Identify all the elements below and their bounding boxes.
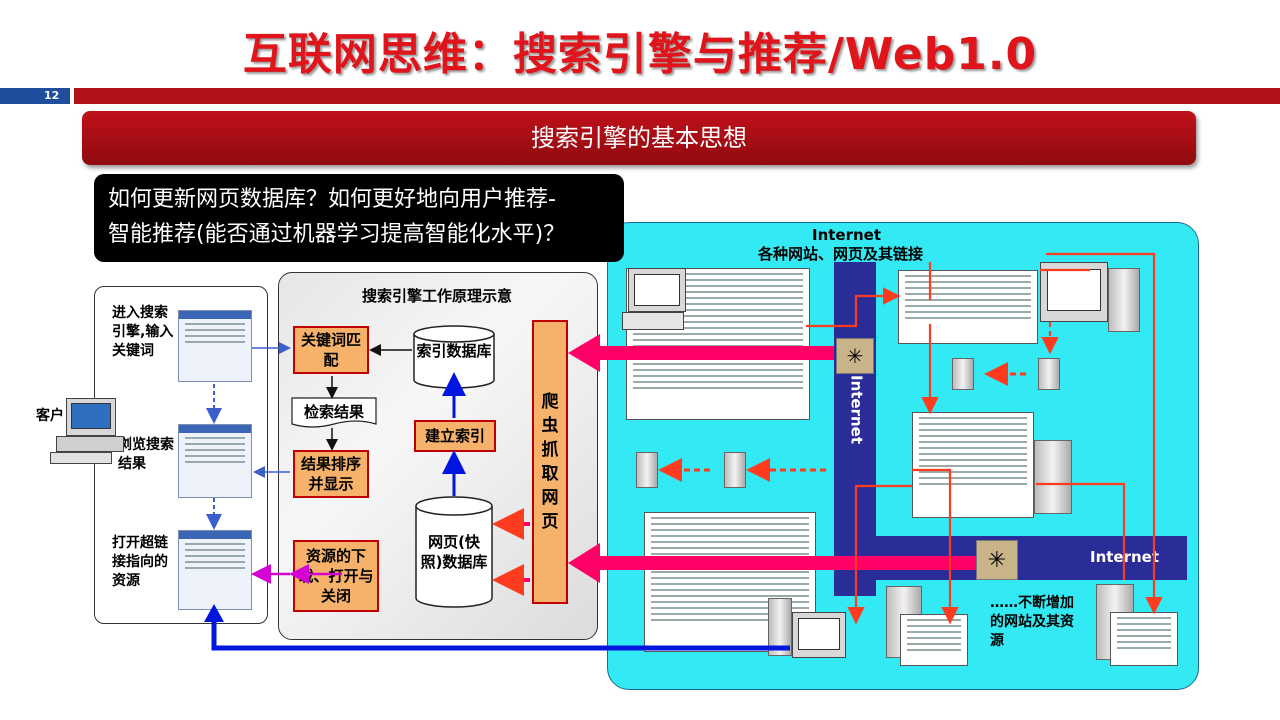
internet-header-cn: 各种网站、网页及其链接 [758,245,924,263]
client-step-search: 进入搜索引擎,输入关键词 [112,305,174,359]
slide-title: 互联网思维：搜索引擎与推荐/Web1.0 [242,29,1038,80]
hyperlink-line [847,484,912,625]
client-computer-icon [66,398,116,436]
question-box: 如何更新网页数据库？如何更好地向用户推荐- 智能推荐(能否通过机器学习提高智能化… [94,174,624,262]
crawl-arrow-top [568,334,834,372]
server-tower-icon [1034,440,1072,514]
search-results-doc-shape [291,397,377,428]
section-banner: 搜索引擎的基本思想 [82,111,1196,165]
hyperlink-line [1036,482,1126,580]
page-number-bar [0,88,70,104]
hyperlink-line [912,468,959,625]
spider-icon: ✳ [836,338,874,374]
crawler-label: 爬虫抓取网页 [541,392,559,532]
desktop-computer-icon [1040,262,1108,322]
index-database-cylinder [413,325,495,389]
keyword-match-box: 关键词匹配 [293,326,369,374]
browser-screenshot-results [178,424,252,498]
build-index-box: 建立索引 [414,420,496,452]
page-database-cylinder [415,496,493,608]
server-icon [952,358,974,390]
computer-icon [628,268,686,312]
browser-screenshot-search [178,310,252,382]
client-desktop-case-icon [56,436,124,452]
webpage-stack-icon [1110,612,1178,666]
hyperlink-line [1046,252,1163,615]
crawler-box: 爬虫抓取网页 [532,320,568,604]
browser-screenshot-resource [178,530,252,610]
webpage-doc-right-mid [912,412,1034,518]
sort-display-box: 结果排序并显示 [293,450,369,498]
server-icon [1038,358,1060,390]
computer-keyboard-icon [622,312,684,330]
client-step-open: 打开超链接指向的资源 [112,535,168,589]
crawl-arrow-bottom [568,543,976,583]
spider-icon: ✳ [976,540,1018,580]
server-tower-icon [1108,268,1140,332]
webpage-doc-right-top [898,270,1038,344]
question-line-2: 智能推荐(能否通过机器学习提高智能化水平)？ [108,222,566,247]
search-results-label: 检索结果 [303,403,364,421]
client-step-browse: 浏览搜索结果 [118,437,174,472]
growing-sites-label: ……不断增加的网站及其资源 [990,595,1074,649]
server-icon [724,452,746,488]
desktop-computer-icon [792,612,846,658]
client-keyboard-icon [50,452,112,464]
question-line-1: 如何更新网页数据库？如何更好地向用户推荐- [108,187,556,212]
page-db-label: 网页(快照)数据库 [420,533,488,571]
client-label: 客户 [36,408,64,424]
engine-title: 搜索引擎工作原理示意 [361,287,512,305]
server-icon [636,452,658,488]
page-number: 12 [44,89,60,102]
internet-to-client-return-arrow [211,618,790,651]
index-db-label: 索引数据库 [416,342,492,360]
hyperlink-line [806,287,901,328]
internet-header-en: Internet [812,226,882,244]
title-rule [74,88,1280,104]
